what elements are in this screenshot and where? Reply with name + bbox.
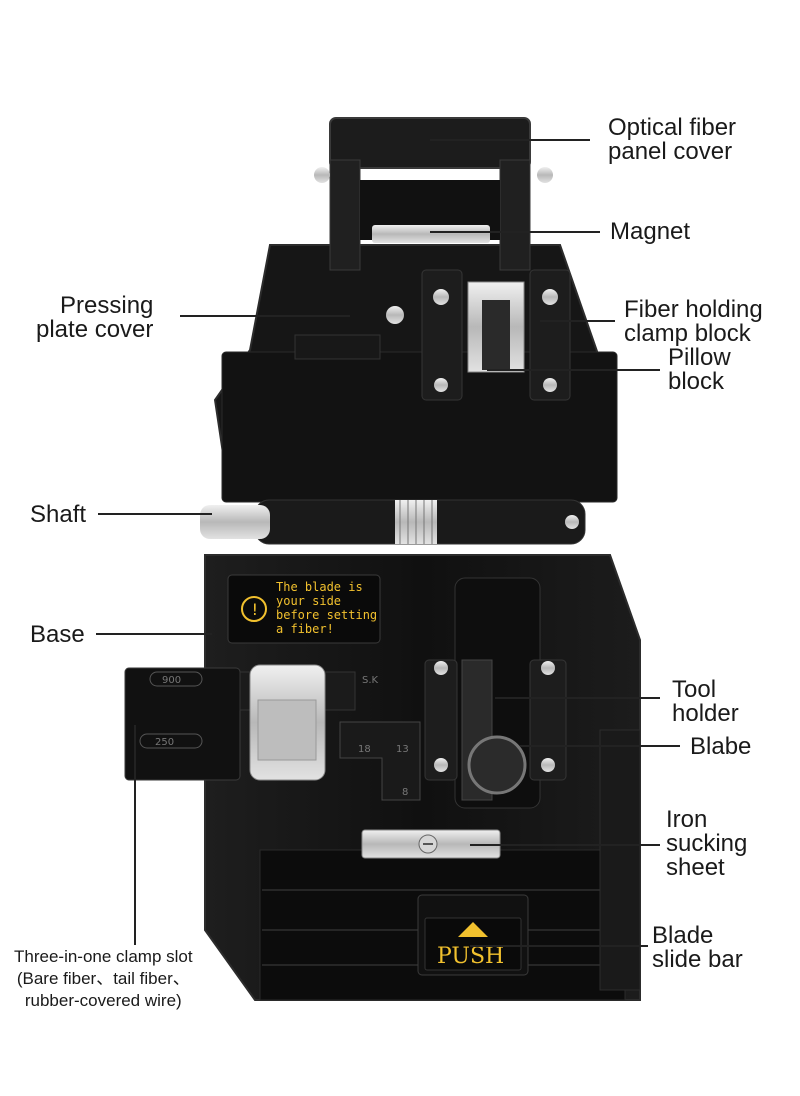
label-pillow-block: Pillow block <box>668 344 731 395</box>
label-shaft: Shaft <box>30 501 87 528</box>
label-fiber-holding-clamp-block: Fiber holding clamp block <box>624 296 763 347</box>
label-three-in-one-clamp-slot: Three-in-one clamp slot (Bare fiber、tail… <box>14 947 193 1010</box>
label-iron-sucking-sheet: Iron sucking sheet <box>666 806 748 881</box>
blade-slide-bar: PUSH <box>417 894 529 976</box>
label-base: Base <box>30 621 85 648</box>
label-blade-slide-bar: Blade slide bar <box>652 922 743 973</box>
scale-mark-8: 8 <box>402 787 408 798</box>
warning-exclamation-icon: ! <box>250 600 260 619</box>
label-magnet: Magnet <box>610 218 691 245</box>
warning-line-4: a fiber! <box>276 622 334 636</box>
label-optical-fiber-panel-cover: Optical fiber panel cover <box>608 114 737 165</box>
warning-line-1: The blade is <box>276 580 363 594</box>
scale-plate: 18 13 8 <box>339 721 421 801</box>
label-blabe: Blabe <box>690 733 752 760</box>
shaft-assembly <box>200 499 586 545</box>
warning-line-3: before setting <box>276 608 377 622</box>
scale-mark-13: 13 <box>396 744 409 755</box>
push-arrow-icon <box>458 922 488 937</box>
push-label: PUSH <box>437 944 504 969</box>
warning-label: ! The blade is your side before setting … <box>227 574 381 644</box>
blade-disc <box>467 735 527 795</box>
brand-mark: S.K <box>362 675 379 686</box>
fiber-holding-clamp-block <box>386 269 571 401</box>
warning-line-2: your side <box>276 594 341 608</box>
scale-mark-18: 18 <box>358 744 371 755</box>
clamp-mark-250: 250 <box>155 737 174 748</box>
leader-lines <box>96 139 680 947</box>
magnet-plate <box>372 225 490 243</box>
label-tool-holder: Tool holder <box>672 676 739 727</box>
clamp-slot: 900 250 S.K <box>124 664 379 781</box>
clamp-mark-900: 900 <box>162 675 181 686</box>
label-pressing-plate-cover: Pressing plate cover <box>36 292 154 343</box>
